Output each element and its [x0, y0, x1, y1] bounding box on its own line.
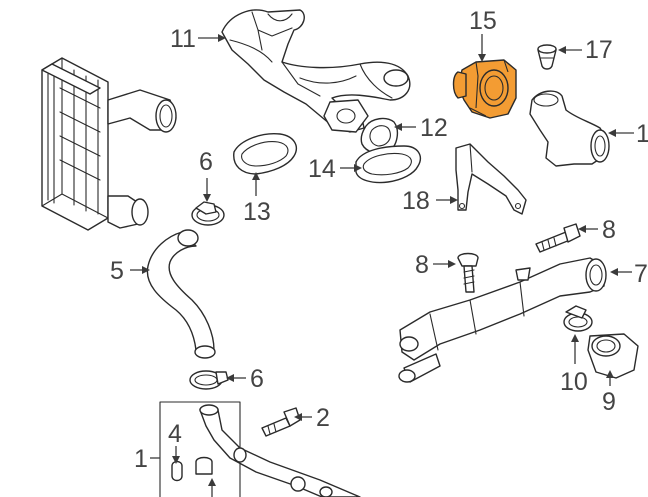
callout-6-bottom: 6: [250, 365, 264, 393]
hose-5: [146, 229, 216, 359]
cap-17: [537, 44, 557, 70]
intercooler: [41, 57, 177, 231]
callout-12: 12: [420, 114, 448, 142]
callout-1-right: 1: [636, 120, 648, 148]
callout-10: 10: [560, 368, 588, 396]
bolt-8-right: [535, 223, 581, 253]
callout-labels: 11 15 17 1 12 14 13 6 18 8 8 5 7 10 9 6 …: [110, 7, 648, 473]
callout-13: 13: [243, 198, 271, 226]
callout-4: 4: [168, 420, 182, 448]
callout-7: 7: [634, 260, 648, 288]
manifold-11: [221, 9, 411, 133]
callout-15: 15: [469, 7, 497, 35]
bolt-8-left: [457, 252, 479, 293]
callout-17: 17: [585, 36, 613, 64]
gasket-13: [233, 133, 298, 175]
clamp-10: [563, 305, 593, 332]
elbow-1-right: [529, 90, 610, 167]
bracket-18: [455, 143, 527, 215]
callout-11: 11: [170, 25, 196, 53]
callout-5: 5: [110, 257, 124, 285]
lower-assembly-1: [159, 401, 361, 497]
callout-18: 18: [402, 187, 430, 215]
callout-2: 2: [316, 404, 330, 432]
bolt-2: [261, 407, 301, 437]
leader-lines: [130, 34, 634, 497]
throttle-body-15: [452, 59, 517, 119]
callout-6-top: 6: [199, 148, 213, 176]
clamp-6-bottom: [189, 370, 229, 390]
callout-14: 14: [308, 155, 336, 183]
sleeve-9: [587, 333, 639, 379]
clamp-6-top: [191, 201, 225, 226]
callout-8-left: 8: [415, 251, 429, 279]
pipe-7: [398, 257, 607, 383]
callout-1-left: 1: [134, 445, 148, 473]
callout-9: 9: [602, 388, 616, 416]
gasket-14: [355, 145, 422, 184]
callout-8-right: 8: [602, 216, 616, 244]
